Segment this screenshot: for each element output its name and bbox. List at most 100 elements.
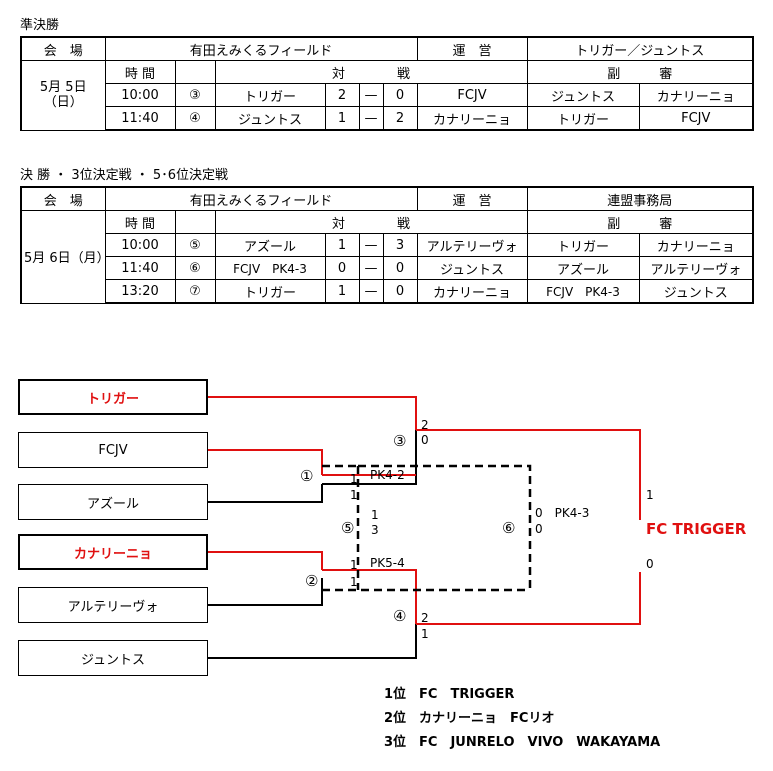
bracket-line-alterivo [208, 578, 323, 606]
referee-2: カナリーニョ [638, 233, 755, 257]
match-time: 11:40 [104, 106, 176, 131]
table-row: 13:20 ⑦ トリガー 1 — 0 カナリーニョ FCJV PK4-3 ジュン… [21, 279, 755, 304]
score-label: 3 [371, 523, 379, 537]
score-label: 2 [421, 611, 429, 625]
bracket-line-canarinho [208, 551, 323, 570]
operation-label: 運 営 [416, 36, 528, 61]
match-number: ④ [174, 106, 216, 131]
bracket-line-juntos [208, 624, 417, 659]
venue-label: 会 場 [20, 36, 106, 61]
match-number: ⑥ [174, 256, 216, 280]
match-number: ③ [174, 83, 216, 107]
bracket-line-trigger [208, 396, 417, 430]
bracket-line-m2-winner [322, 569, 417, 624]
bracket-team-box: アルテリーヴォ [18, 587, 208, 623]
standing-3rd: 3位 FC JUNRELO VIVO WAKAYAMA [384, 735, 661, 750]
semifinal-title: 準決勝 [20, 18, 60, 33]
match-time: 10:00 [104, 83, 176, 107]
table-row: 10:00 ⑤ アズール 1 — 3 アルテリーヴォ トリガー カナリーニョ [21, 233, 755, 257]
time-header: 時 間 [104, 60, 176, 84]
table-row: 10:00 ③ トリガー 2 — 0 FCJV ジュントス カナリーニョ [21, 83, 755, 107]
team-name: アズール [86, 496, 139, 512]
score-label: 0 [535, 522, 543, 536]
referee-2: アルテリーヴォ [638, 256, 755, 280]
away-team: カナリーニョ [416, 279, 528, 304]
home-score: 1 [324, 106, 360, 131]
pk-label: PK4-2 [370, 468, 405, 482]
away-score: 0 [382, 279, 418, 304]
table-row: 11:40 ④ ジュントス 1 — 2 カナリーニョ トリガー FCJV [21, 106, 755, 131]
venue-name: 有田えみくるフィールド [104, 186, 418, 211]
match-number-label: ② [305, 572, 319, 590]
blank-header [174, 210, 216, 234]
operation-value: トリガー／ジュントス [526, 36, 755, 61]
referee-1: ジュントス [526, 83, 640, 107]
home-team: トリガー [214, 279, 326, 304]
venue-name: 有田えみくるフィールド [104, 36, 418, 61]
time-header: 時 間 [104, 210, 176, 234]
bracket-dashed-consolation [322, 464, 532, 592]
score-dash: — [358, 106, 384, 131]
match-number-label: ① [300, 467, 314, 485]
weekday-text: （日） [43, 95, 83, 111]
bracket-line-m4-loser-side [416, 572, 641, 625]
bracket-line-m4-winner [416, 572, 641, 625]
champion-label: FC TRIGGER [646, 520, 747, 538]
referee-1: トリガー [526, 106, 640, 131]
home-score: 1 [324, 279, 360, 304]
score-label: 0 PK4-3 [535, 506, 590, 520]
home-team: ジュントス [214, 106, 326, 131]
final-title: 決 勝 ・ 3位決定戦 ・ 5･6位決定戦 [20, 168, 228, 183]
referee-1: アズール [526, 256, 640, 280]
score-label: 0 [421, 433, 429, 447]
away-team: FCJV [416, 83, 528, 107]
away-score: 2 [382, 106, 418, 131]
match-time: 10:00 [104, 233, 176, 257]
match-number-label: ⑤ [341, 519, 355, 537]
home-score: 2 [324, 83, 360, 107]
match-number: ⑦ [174, 279, 216, 304]
bracket-team-box: アズール [18, 484, 208, 520]
score-dash: — [358, 83, 384, 107]
standing-2nd: 2位 カナリーニョ FCリオ [384, 711, 555, 726]
score-label: 1 [350, 558, 358, 572]
referee-2: FCJV [638, 106, 755, 131]
table-row: 11:40 ⑥ FCJV PK4-3 0 — 0 ジュントス アズール アルテリ… [21, 256, 755, 280]
score-label: 2 [421, 418, 429, 432]
match-header: 対 戦 [214, 210, 528, 234]
score-label: 1 [350, 488, 358, 502]
match-number-label: ⑥ [502, 519, 516, 537]
home-team: トリガー [214, 83, 326, 107]
standing-1st: 1位 FC TRIGGER [384, 687, 515, 702]
match-time: 11:40 [104, 256, 176, 280]
away-score: 0 [382, 83, 418, 107]
score-label: 1 [371, 508, 379, 522]
match-number-label: ④ [393, 607, 407, 625]
operation-label: 運 営 [416, 186, 528, 211]
team-name: トリガー [86, 391, 139, 407]
score-dash: — [358, 279, 384, 304]
away-team: ジュントス [416, 256, 528, 280]
team-name: カナリーニョ [73, 546, 152, 562]
referee-2: カナリーニョ [638, 83, 755, 107]
final-table: 会 場 有田えみくるフィールド 運 営 連盟事務局 5月 6日（月） 時 間 対… [20, 186, 755, 304]
score-label: 1 [421, 627, 429, 641]
away-team: カナリーニョ [416, 106, 528, 131]
team-name: FCJV [98, 442, 128, 458]
bracket-team-box: ジュントス [18, 640, 208, 676]
score-dash: — [358, 233, 384, 257]
match-number: ⑤ [174, 233, 216, 257]
bracket-team-box: FCJV [18, 432, 208, 468]
bracket-team-box: トリガー [18, 379, 208, 415]
team-name: ジュントス [80, 652, 146, 668]
score-label: 1 [350, 575, 358, 589]
score-label: 1 [350, 472, 358, 486]
match-number-label: ③ [393, 432, 407, 450]
referee-1: FCJV PK4-3 [526, 279, 640, 304]
pk-label: PK5-4 [370, 556, 405, 570]
date-text: 5月 5日 [39, 80, 87, 96]
match-time: 13:20 [104, 279, 176, 304]
bracket-line-m3-winner [416, 429, 641, 520]
away-score: 3 [382, 233, 418, 257]
